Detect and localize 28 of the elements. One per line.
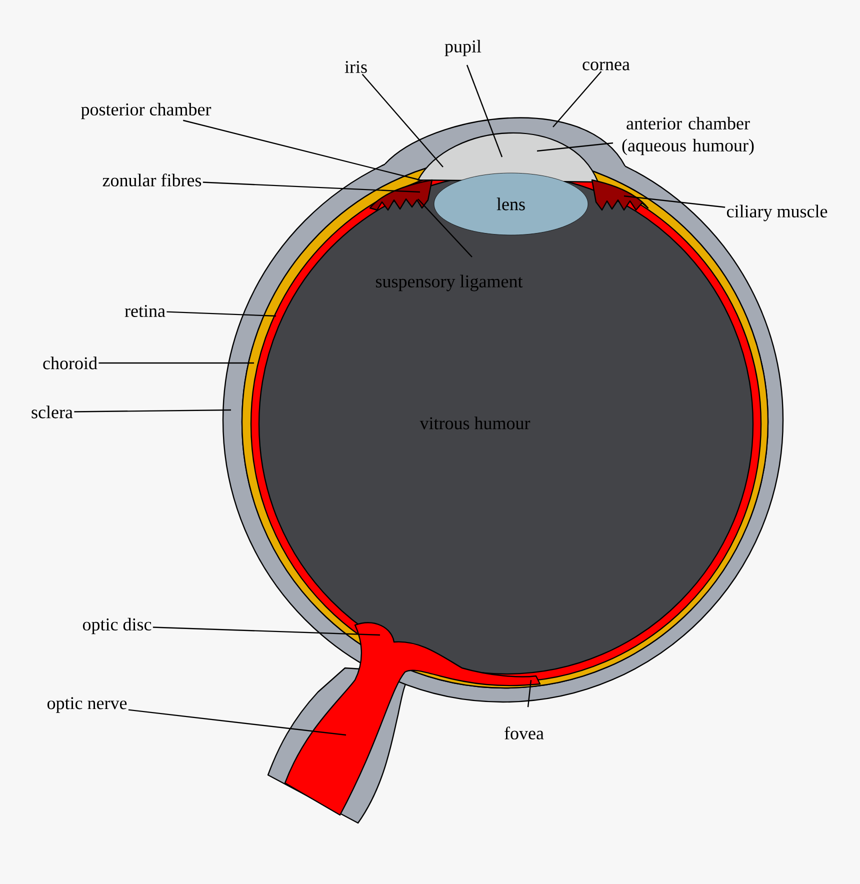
leader-line xyxy=(128,709,346,736)
part-label: anterior chamber (aqueous humour) xyxy=(622,116,754,156)
leader-line xyxy=(98,362,254,364)
leader-line xyxy=(202,182,420,193)
part-label: choroid xyxy=(43,356,98,370)
leader-line xyxy=(362,74,444,168)
leader-line xyxy=(536,142,614,152)
part-label: retina xyxy=(124,304,166,318)
leader-line xyxy=(166,311,276,317)
part-label: ciliary muscle xyxy=(726,204,828,222)
leader-line xyxy=(152,626,380,636)
part-label: zonular fibres xyxy=(102,174,202,186)
leader-line xyxy=(183,120,420,181)
leader-line xyxy=(466,64,503,158)
part-label: pupil xyxy=(444,40,482,56)
part-label: cornea xyxy=(582,62,630,70)
leader-line xyxy=(418,198,472,258)
leader-line xyxy=(552,71,602,128)
leader-line xyxy=(74,409,232,412)
part-label: suspensory ligament xyxy=(376,274,523,292)
leader-line xyxy=(624,195,726,208)
part-label: vitrous humour xyxy=(420,416,530,430)
part-label: iris xyxy=(344,60,367,74)
part-label: sclera xyxy=(32,406,73,418)
part-label: optic disc xyxy=(82,618,152,634)
part-label: fovea xyxy=(504,726,544,740)
part-label: optic nerve xyxy=(47,697,127,713)
part-label: posterior chamber xyxy=(81,102,212,120)
